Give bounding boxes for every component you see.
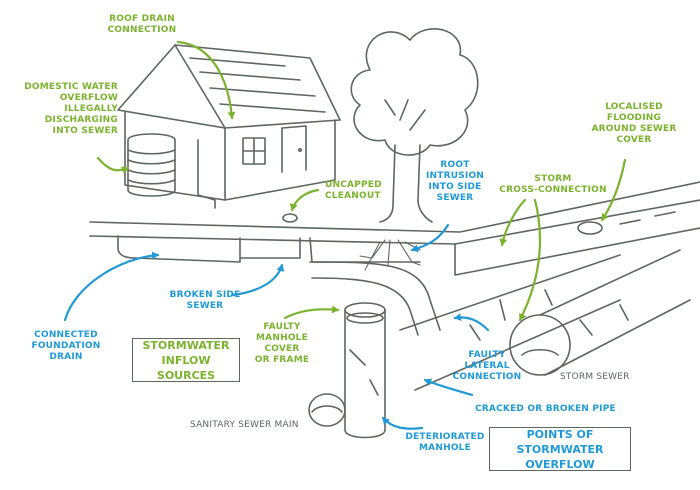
label-faulty-manhole-cover: FAULTY MANHOLE COVER OR FRAME [254, 322, 310, 365]
label-localised-flooding: LOCALISED FLOODING AROUND SEWER COVER [591, 102, 677, 145]
arrow-faulty-lateral [453, 313, 490, 332]
label-deteriorated-manhole: DETERIORATED MANHOLE [405, 432, 485, 453]
sanitary-sewer-main [308, 254, 621, 439]
tree-illustration [350, 28, 479, 223]
arrow-roof-drain [176, 40, 236, 120]
label-sanitary-sewer-main: SANITARY SEWER MAIN [190, 420, 299, 430]
label-roof-drain-connection: ROOF DRAIN CONNECTION [107, 14, 177, 35]
arrow-localised-flooding [600, 158, 627, 222]
label-broken-side-sewer: BROKEN SIDE SEWER [169, 290, 241, 311]
label-storm-sewer: STORM SEWER [560, 372, 630, 382]
arrow-storm-cross-2 [518, 198, 542, 322]
label-cracked-broken-pipe: CRACKED OR BROKEN PIPE [475, 404, 616, 414]
arrow-faulty-manhole [283, 305, 340, 320]
arrow-domestic-water [96, 156, 130, 174]
ground-surface [89, 181, 700, 276]
arrow-uncapped-cleanout [289, 188, 320, 212]
label-domestic-water-overflow: DOMESTIC WATER OVERFLOW ILLEGALLY DISCHA… [24, 82, 118, 136]
legend-box-inflow-sources: STORMWATER INFLOW SOURCES [132, 338, 240, 382]
house-illustration [117, 44, 341, 209]
storm-sewer-pipe [509, 249, 691, 376]
label-uncapped-cleanout: UNCAPPED CLEANOUT [325, 180, 382, 201]
arrow-deteriorated-manhole [381, 416, 424, 430]
root-intrusion [359, 239, 421, 271]
arrow-cracked-pipe [423, 378, 474, 397]
label-faulty-lateral-connection: FAULTY LATERAL CONNECTION [452, 350, 522, 382]
side-sewer-pipe [309, 261, 441, 336]
arrow-root-intrusion [410, 223, 450, 253]
arrow-connected-foundation [63, 251, 160, 322]
arrow-storm-cross [499, 198, 527, 247]
legend-box-points-of-overflow: POINTS OF STORMWATER OVERFLOW [489, 427, 631, 471]
label-connected-foundation-drain: CONNECTED FOUNDATION DRAIN [31, 330, 101, 362]
arrow-broken-side-sewer [230, 263, 285, 297]
label-root-intrusion: ROOT INTRUSION INTO SIDE SEWER [425, 160, 485, 203]
label-storm-cross-connection: STORM CROSS-CONNECTION [499, 174, 607, 195]
